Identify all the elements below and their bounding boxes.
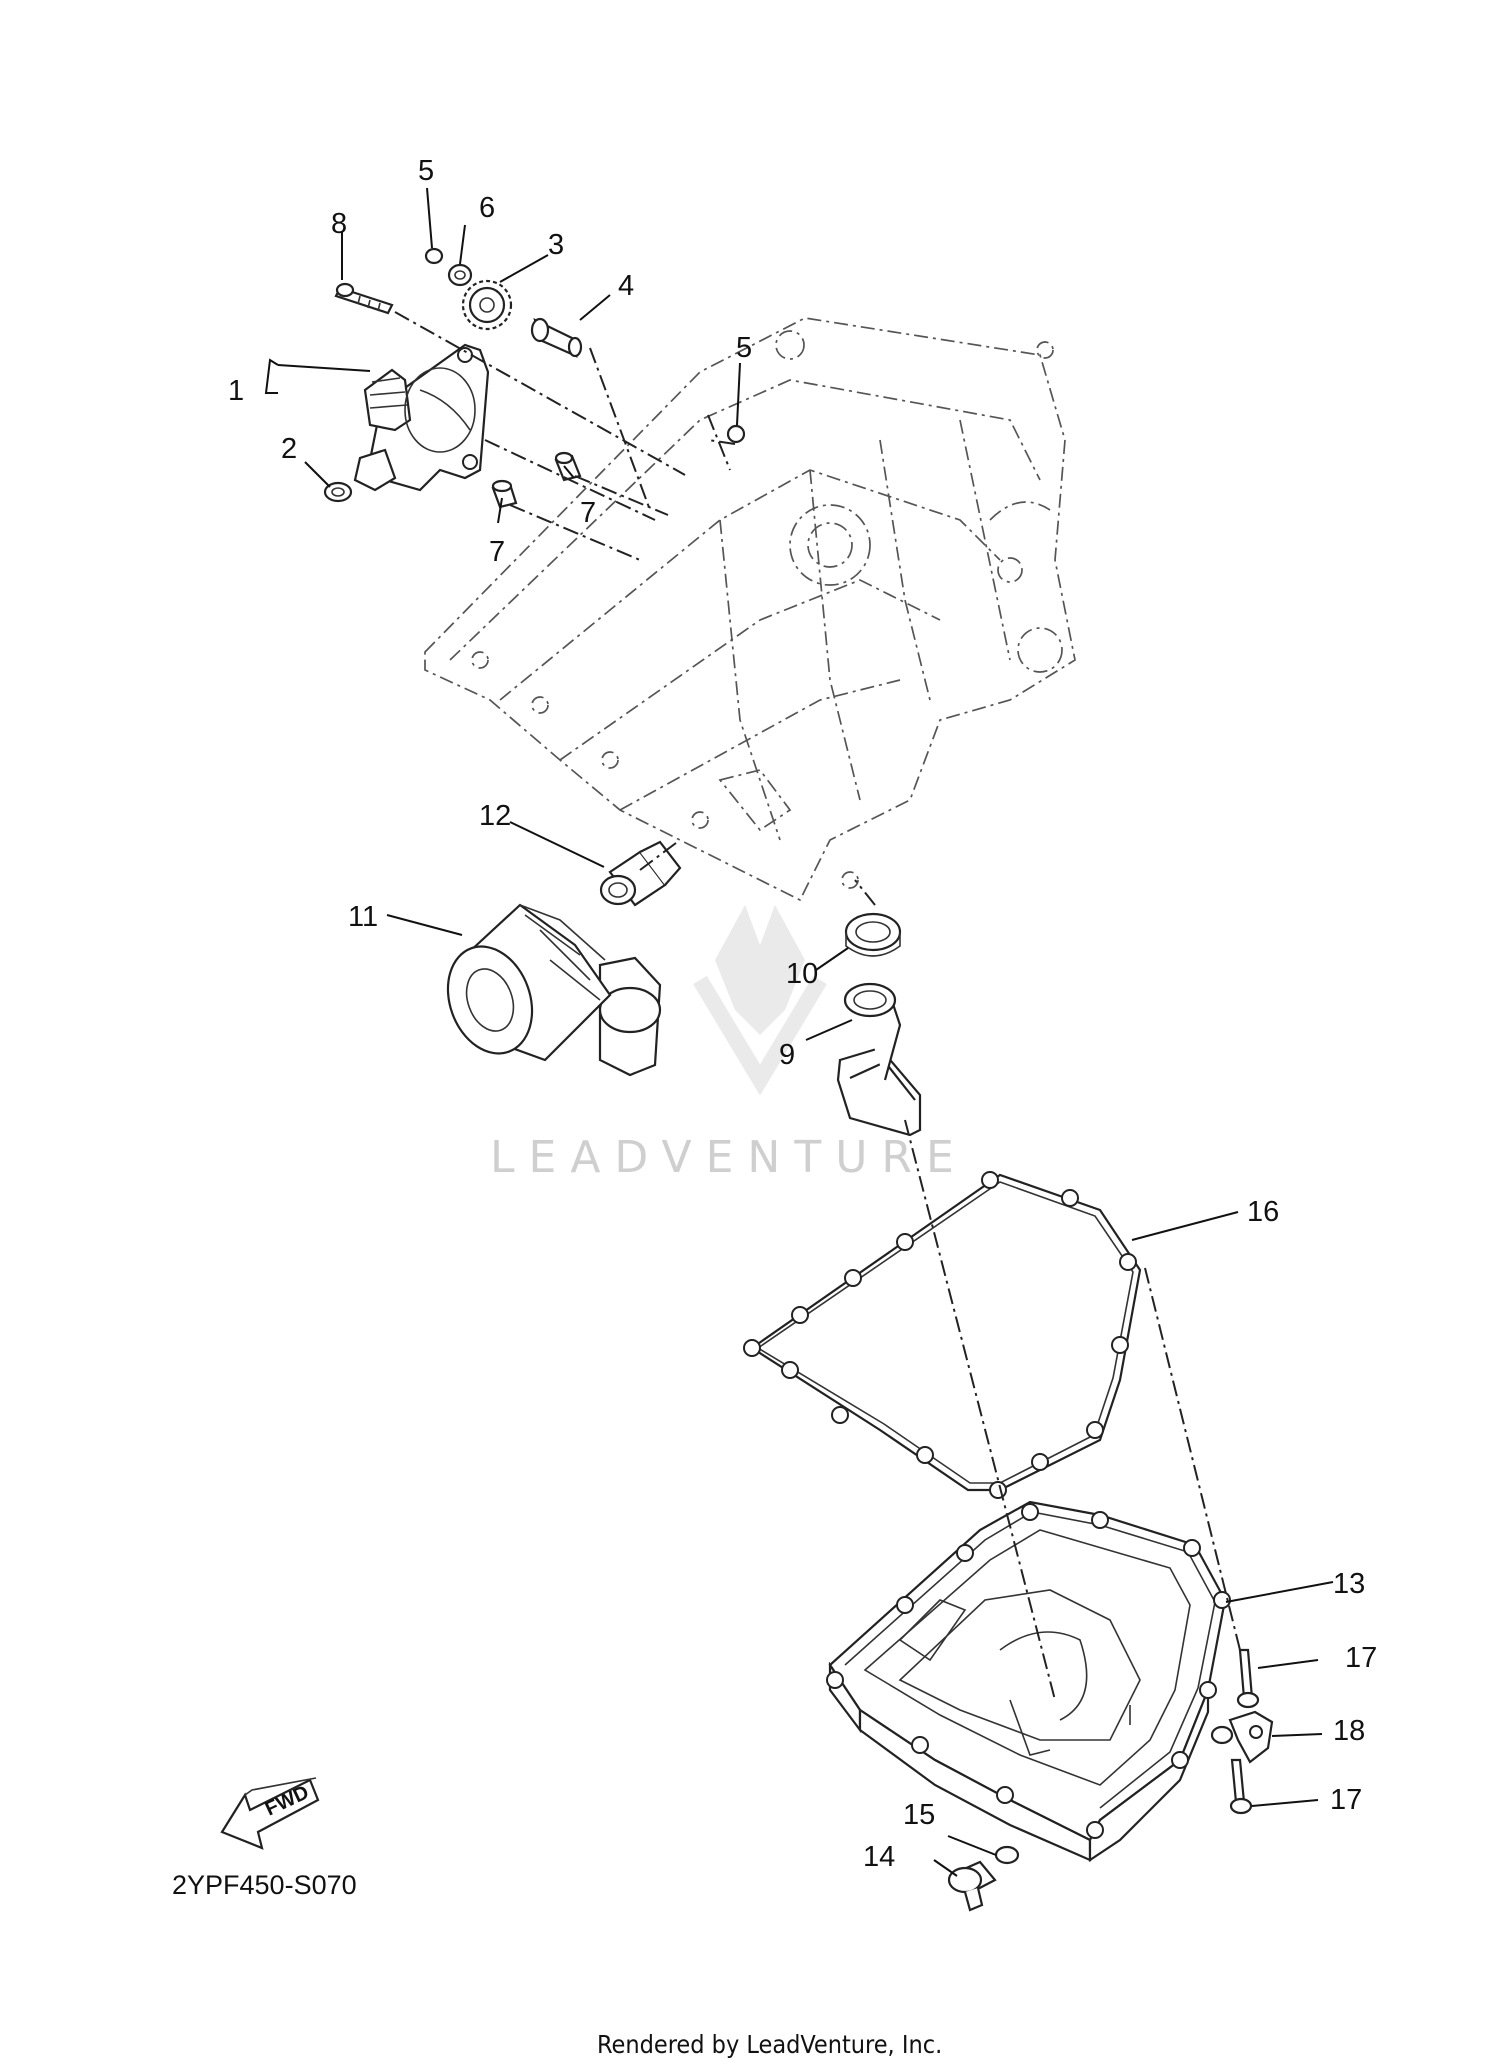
shaft-4 (530, 317, 583, 358)
bolt-8 (334, 282, 394, 315)
oil-pan-13 (826, 1500, 1231, 1863)
callout-5-upper: 5 (418, 155, 434, 187)
oil-filter-11 (446, 903, 612, 1062)
oil-pan-gasket-16 (743, 1171, 1142, 1499)
bolt-17-lower (1229, 1758, 1253, 1815)
washer-6 (447, 263, 473, 287)
callout-numbers: 1 2 3 4 5 5 6 7 7 8 9 10 11 12 13 14 15 … (228, 155, 1377, 1873)
callout-1: 1 (228, 375, 244, 407)
oil-pump-gear-3 (461, 279, 513, 331)
circlip-5-upper (424, 247, 444, 265)
callout-5-lower: 5 (736, 332, 752, 364)
callout-12: 12 (479, 800, 511, 832)
callout-18: 18 (1333, 1715, 1365, 1747)
seal-10 (844, 912, 902, 957)
leader-lines (264, 187, 1334, 1877)
crankcase-illustration (424, 317, 1076, 902)
drain-bolt-14 (947, 1860, 997, 1912)
callout-3: 3 (548, 229, 564, 261)
watermark-logo (693, 905, 827, 1096)
circlip-5-lower (726, 424, 746, 444)
callout-10: 10 (786, 958, 818, 990)
callout-16: 16 (1247, 1196, 1279, 1228)
oil-strainer-9 (598, 956, 922, 1137)
assembly-lines (394, 311, 1241, 1701)
bolt-17-upper (1236, 1648, 1260, 1709)
gasket-15 (994, 1845, 1020, 1865)
callout-7-a: 7 (580, 497, 596, 529)
oil-pump-assembly (353, 343, 490, 492)
callout-8: 8 (331, 208, 347, 240)
callout-15: 15 (903, 1799, 935, 1831)
callout-11: 11 (348, 901, 378, 933)
diagram-reference-code: 2YPF450-S070 (172, 1870, 357, 1900)
bracket-18 (1210, 1710, 1274, 1764)
callout-17-lower: 17 (1330, 1784, 1362, 1816)
callout-17-upper: 17 (1345, 1642, 1377, 1674)
callout-6: 6 (479, 192, 495, 224)
callout-4: 4 (618, 270, 634, 302)
callout-2: 2 (281, 433, 297, 465)
watermark-text: LEADVENTURE (490, 1132, 968, 1183)
dowel-pin-7-a (554, 451, 582, 482)
callout-13: 13 (1333, 1568, 1365, 1600)
washer-2 (323, 481, 353, 503)
footer-credit: Rendered by LeadVenture, Inc. (597, 2030, 942, 2059)
callout-9: 9 (779, 1039, 795, 1071)
callout-14: 14 (863, 1841, 895, 1873)
callout-7-b: 7 (489, 536, 505, 568)
fitting-12 (599, 840, 682, 907)
dowel-pin-7-b (491, 479, 518, 509)
fwd-arrow-icon (220, 1777, 320, 1850)
